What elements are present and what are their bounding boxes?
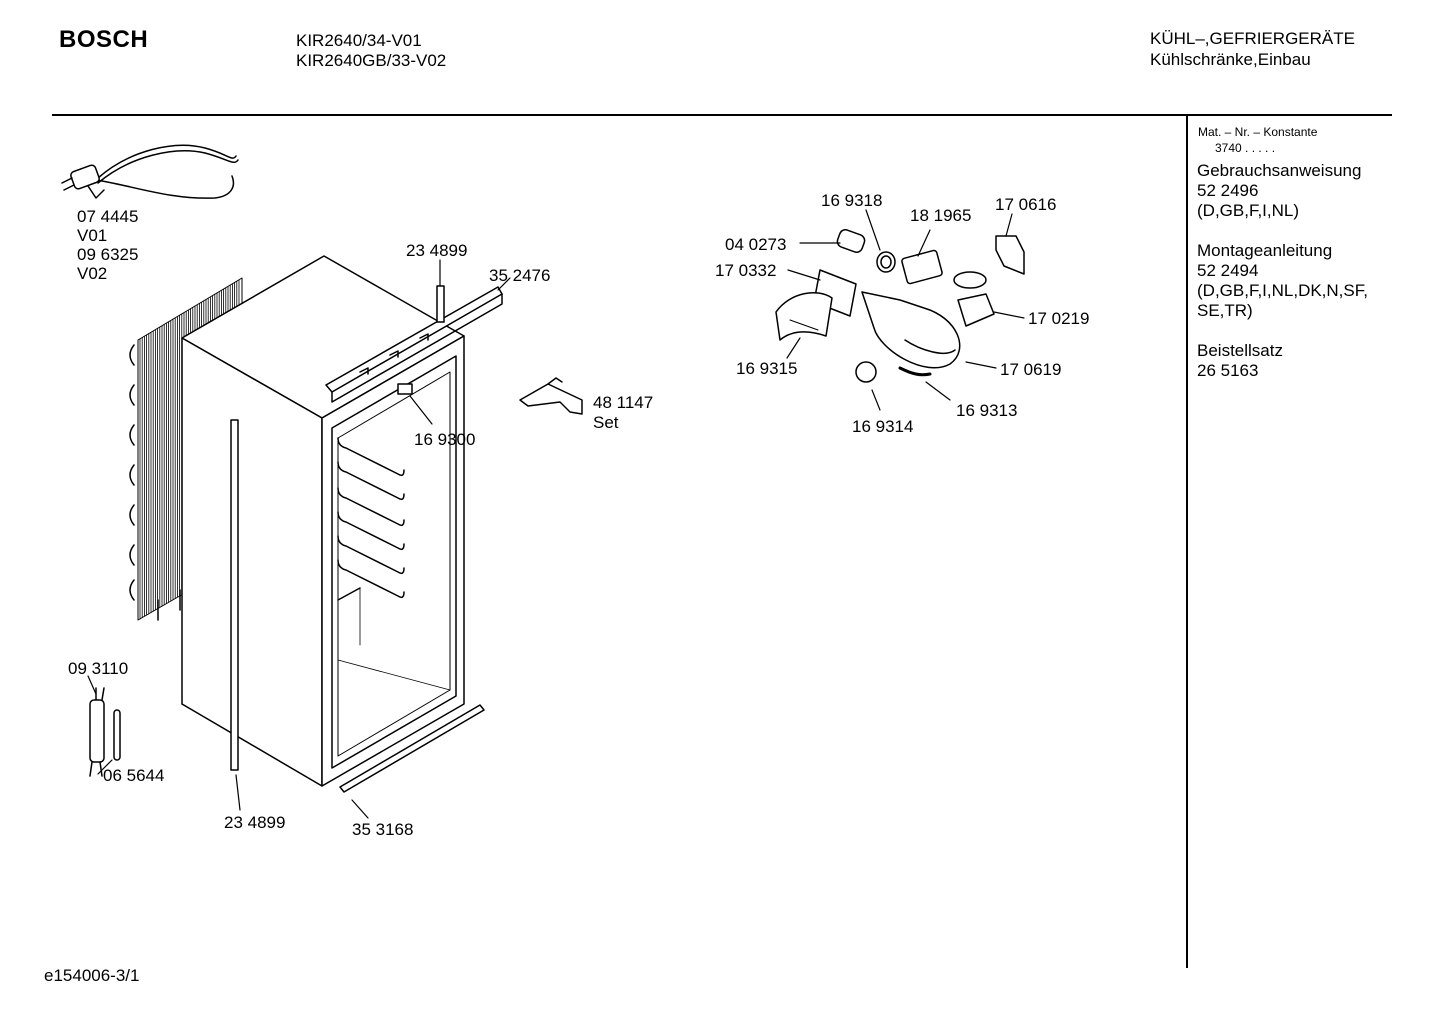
sensor-drawing (89, 687, 121, 777)
leader-lines (87, 209, 1025, 819)
manual-title: Gebrauchsanweisung (1197, 161, 1362, 180)
part-label-indicator: 16 9313 (956, 401, 1018, 420)
lamp-assembly-drawing (775, 229, 1025, 383)
manual-languages: (D,GB,F,I,NL) (1197, 201, 1300, 220)
installation-group: Montageanleitung 52 2494 (D,GB,F,I,NL,DK… (1197, 241, 1368, 321)
part-label-top-rail: 23 4899 (406, 241, 468, 260)
part-label-lamp-holder: 16 9318 (821, 191, 883, 210)
part-label-sensor-tube: 06 5644 (103, 766, 165, 785)
part-label-switch: 17 0219 (1028, 309, 1090, 328)
part-label-knob: 16 9314 (852, 417, 914, 436)
part-label-thermostat: 18 1965 (910, 206, 972, 225)
installation-number: 52 2494 (1197, 261, 1259, 280)
part-label-bulb: 04 0273 (725, 235, 787, 254)
cabinet (181, 255, 465, 787)
brand-logo: BOSCH (59, 26, 149, 53)
model-number-2: KIR2640GB/33-V02 (296, 51, 447, 70)
sidebar-divider (1186, 116, 1188, 968)
hinge-drawing (519, 377, 583, 415)
part-label-cord-1: 07 4445 (77, 207, 139, 226)
shelf-rail (337, 487, 405, 527)
mat-value: 3740 . . . . . (1215, 141, 1276, 155)
shelf-rail (337, 461, 405, 501)
part-label-cord-2: 09 6325 (77, 245, 139, 264)
accessory-title: Beistellsatz (1197, 341, 1283, 360)
installation-languages-2: SE,TR) (1197, 301, 1253, 320)
header-divider (52, 114, 1392, 116)
part-label-side-rail: 23 4899 (224, 813, 286, 832)
category-title: KÜHL–,GEFRIERGERÄTE (1150, 29, 1355, 48)
model-number-1: KIR2640/34-V01 (296, 31, 422, 50)
shelf-rail (337, 437, 405, 477)
part-label-bottom-strip: 35 3168 (352, 820, 414, 839)
part-label-hinge: 48 1147 (593, 393, 654, 412)
bottom-strip-drawing (339, 704, 485, 793)
part-label-bracket-small: 17 0616 (995, 195, 1057, 214)
manual-number: 52 2496 (1197, 181, 1259, 200)
top-bracket-drawing (325, 285, 503, 403)
accessory-group: Beistellsatz 26 5163 (1197, 341, 1283, 381)
shelf-rail (337, 559, 405, 599)
manual-group: Gebrauchsanweisung 52 2496 (D,GB,F,I,NL) (1197, 161, 1361, 221)
part-label-hinge-set: Set (593, 413, 619, 432)
accessory-number: 26 5163 (1197, 361, 1259, 380)
shelf-rail (337, 535, 405, 575)
shelf-rail (337, 511, 405, 551)
part-label-clip: 16 9300 (414, 430, 476, 449)
category-subtitle: Kühlschränke,Einbau (1150, 50, 1311, 69)
installation-title: Montageanleitung (1197, 241, 1333, 260)
part-label-cord-1-variant: V01 (77, 226, 108, 245)
part-label-housing: 17 0619 (1000, 360, 1062, 379)
mat-label: Mat. – Nr. – Konstante (1198, 125, 1318, 139)
power-cord (61, 144, 239, 199)
part-label-cord-2-variant: V02 (77, 264, 108, 283)
part-label-lamp-cover: 16 9315 (736, 359, 798, 378)
part-label-cover-label: 17 0332 (715, 261, 777, 280)
drawing-code: e154006-3/1 (44, 966, 140, 985)
part-label-sensor: 09 3110 (68, 659, 129, 678)
part-label-top-bracket: 35 2476 (489, 266, 551, 285)
installation-languages-1: (D,GB,F,I,NL,DK,N,SF, (1197, 281, 1368, 300)
